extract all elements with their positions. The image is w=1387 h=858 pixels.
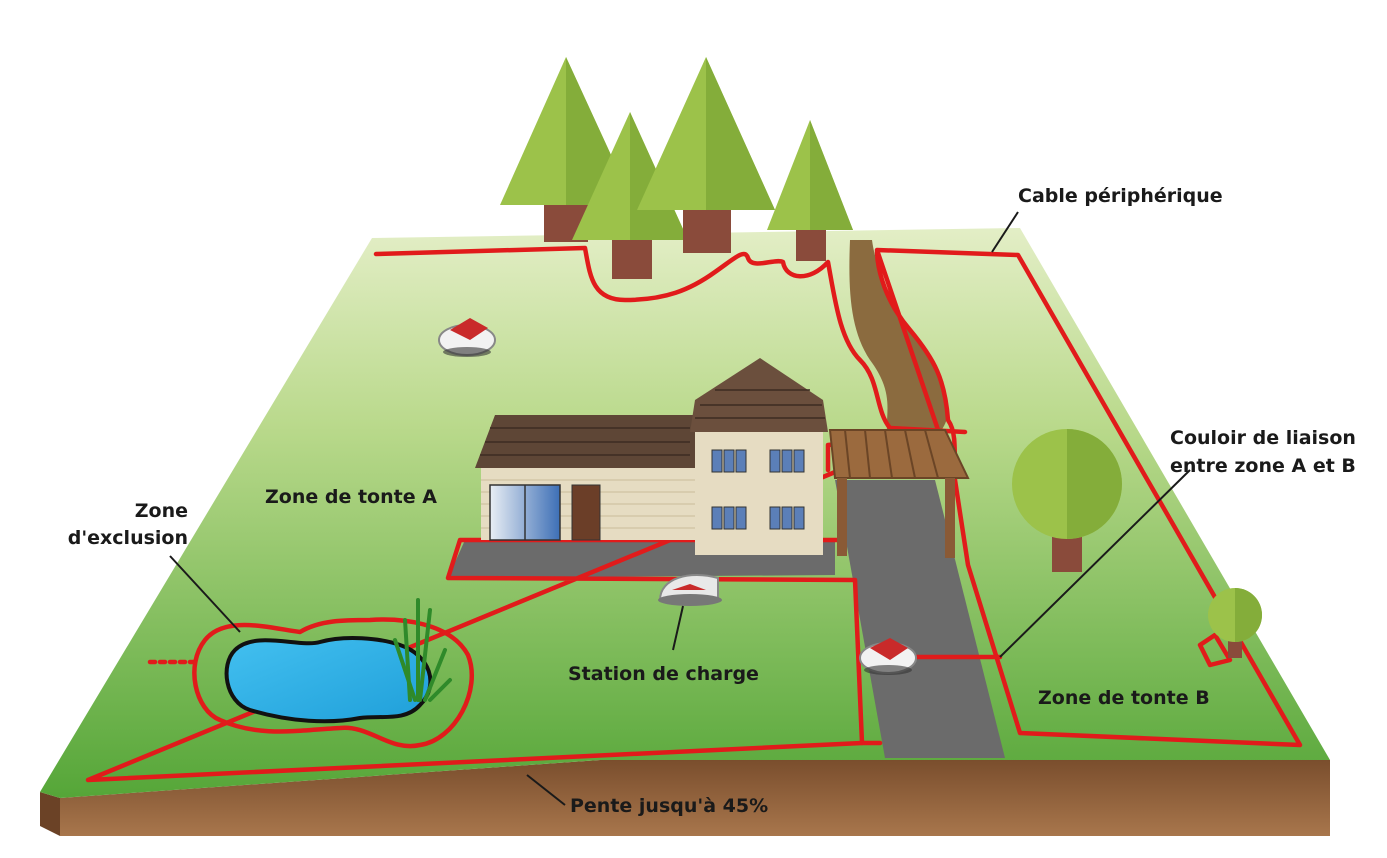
tree-icon-5 — [1012, 429, 1122, 572]
house-icon — [475, 358, 828, 555]
perimeter-cable-zone-b — [874, 247, 1303, 748]
label-zone-a: Zone de tonte A — [265, 486, 437, 508]
label-corridor-2: entre zone A et B — [1170, 455, 1356, 477]
label-station: Station de charge — [568, 663, 759, 685]
tree-icon-4 — [767, 120, 853, 261]
leader-lines — [169, 211, 1191, 806]
label-zone-b: Zone de tonte B — [1038, 687, 1210, 709]
robot-mower-icon-2 — [859, 638, 917, 675]
tree-icon-6 — [1208, 588, 1262, 658]
label-exclusion-2: d'exclusion — [68, 527, 188, 549]
charging-station-icon — [658, 574, 722, 606]
pond — [224, 636, 433, 724]
label-cable: Cable périphérique — [1018, 185, 1223, 207]
exclusion-zone — [147, 617, 474, 749]
reed-icon — [393, 598, 452, 702]
robot-mower-icon-1 — [438, 318, 496, 357]
label-exclusion-1: Zone — [135, 500, 188, 522]
label-corridor-1: Couloir de liaison — [1170, 427, 1356, 449]
soil-base — [40, 760, 1330, 836]
label-slope: Pente jusqu'à 45% — [570, 795, 768, 817]
carport-icon — [828, 429, 970, 558]
tree-icon-3 — [637, 57, 775, 253]
